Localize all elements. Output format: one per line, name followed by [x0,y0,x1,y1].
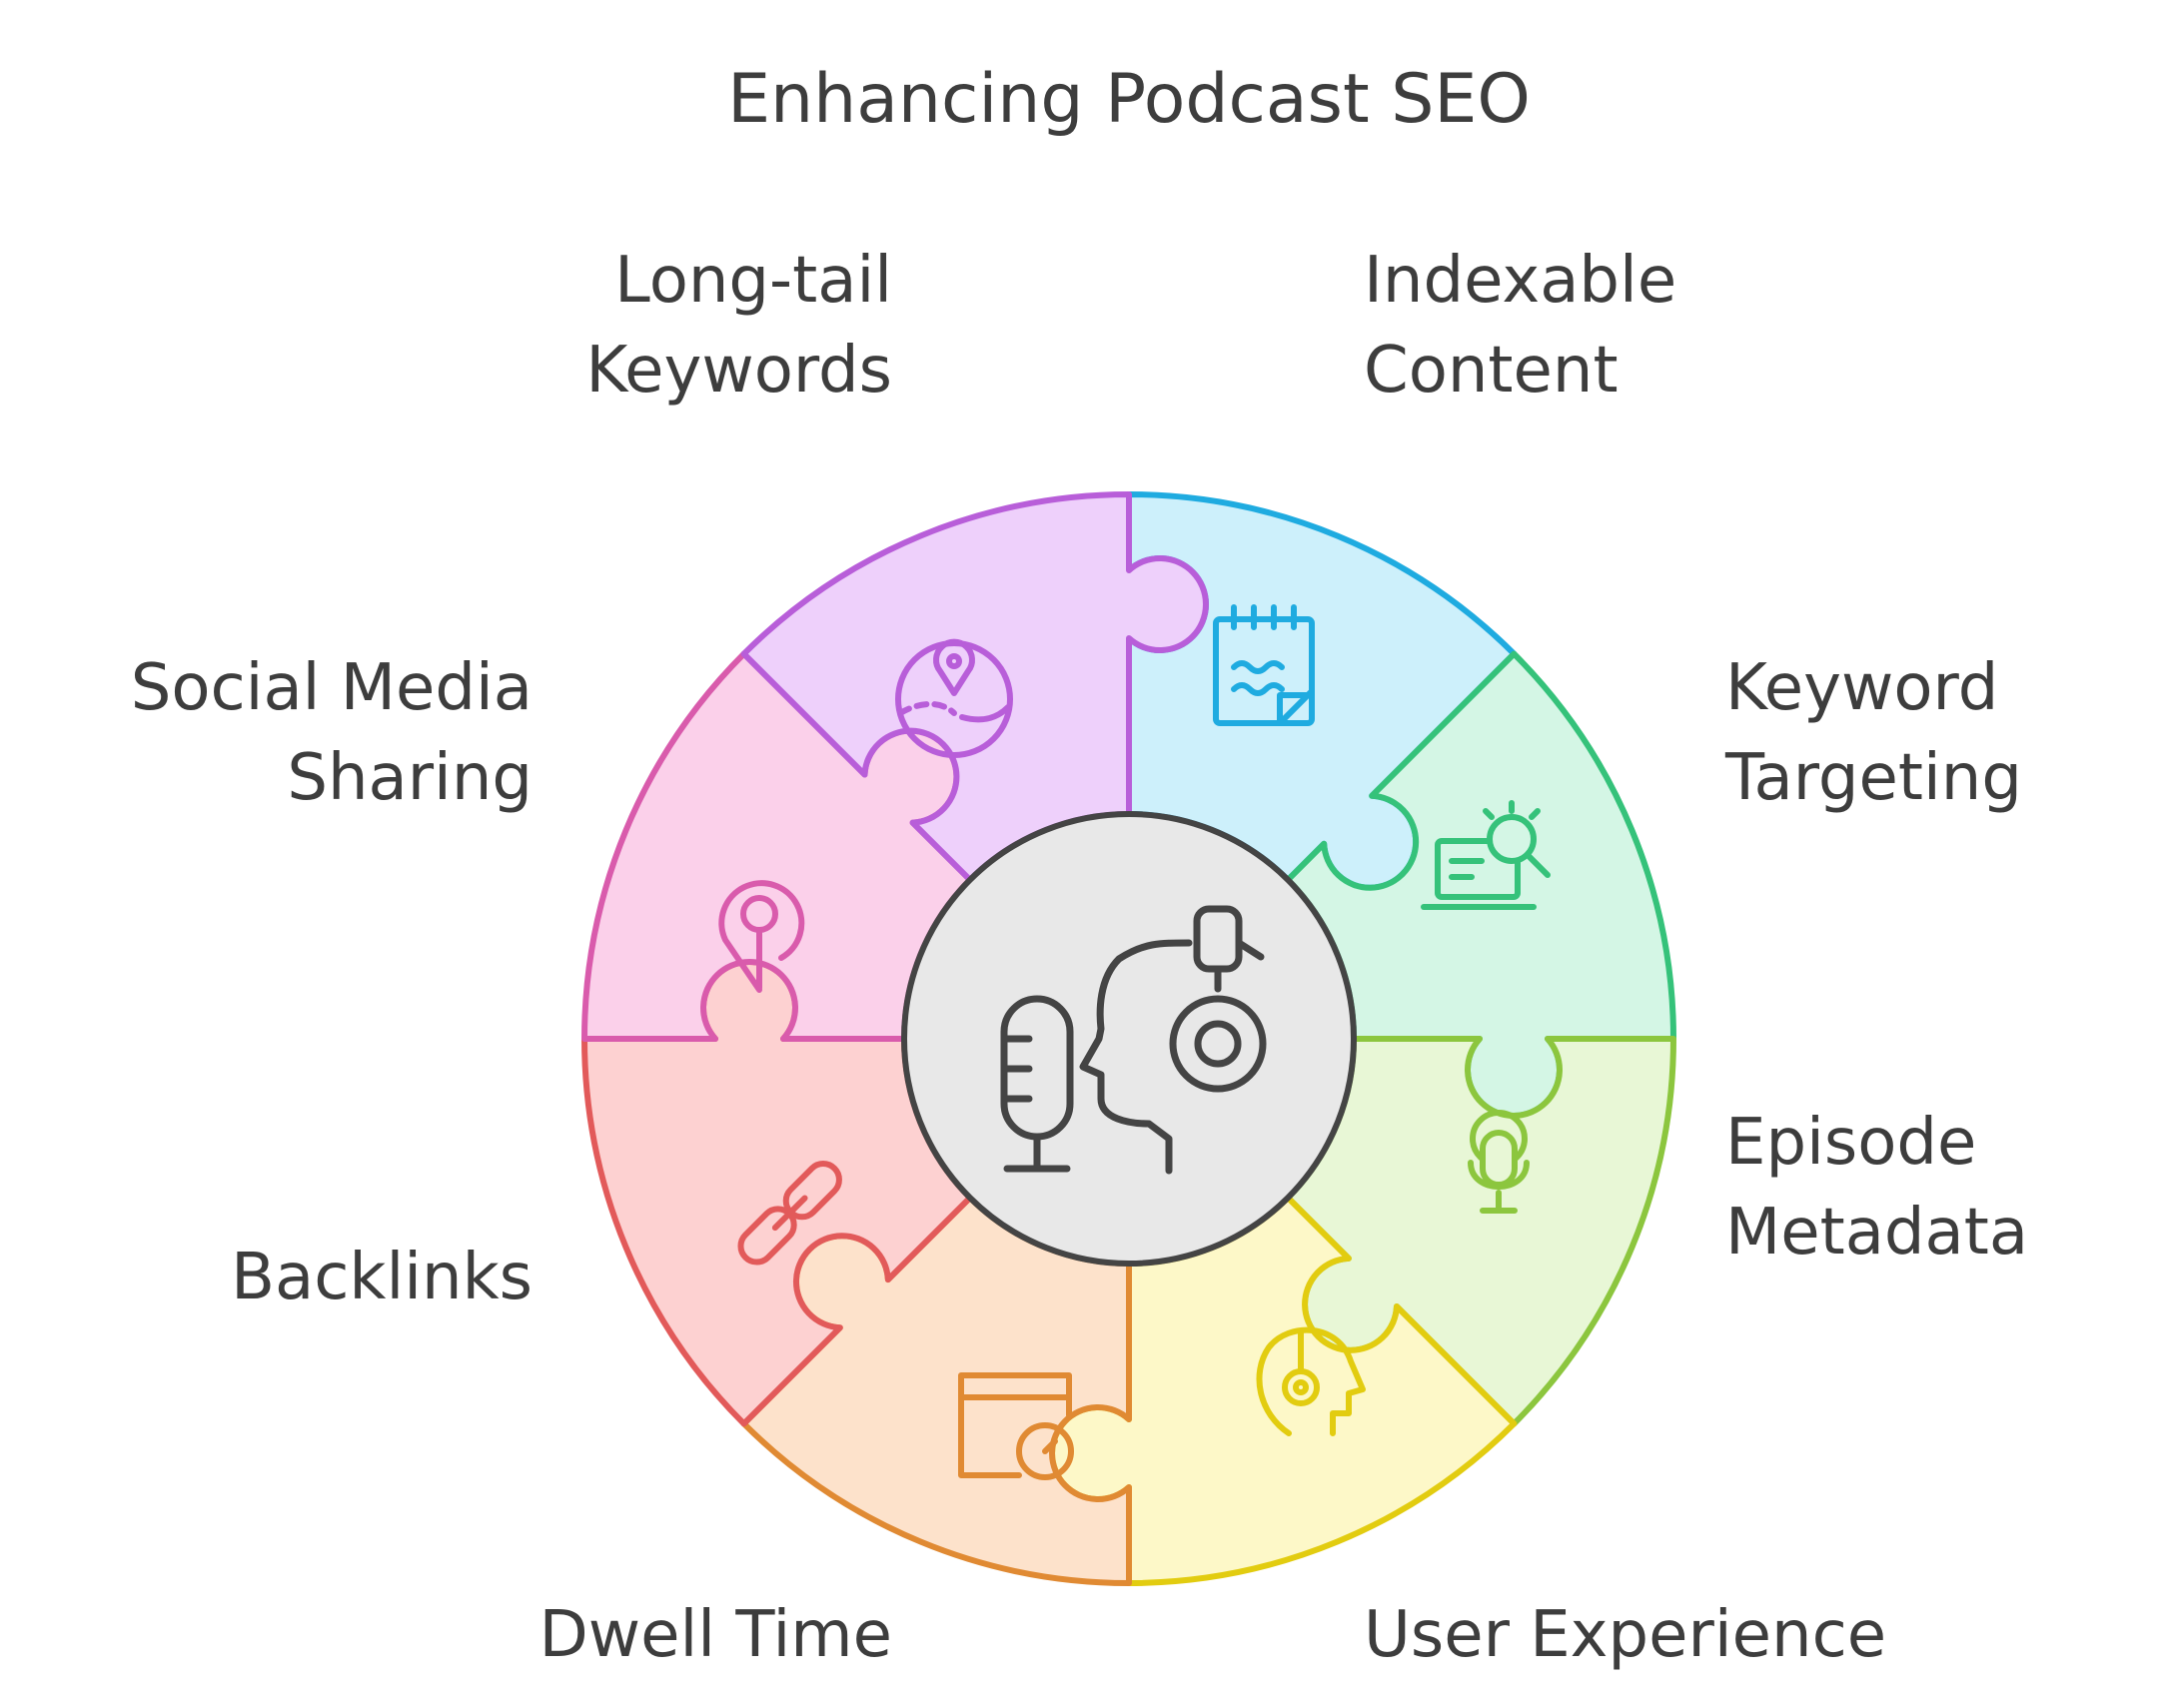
location-pin-icon [718,880,805,993]
center-circle [901,811,1357,1267]
label-dwell: Dwell Time [539,1598,892,1672]
window-clock-icon [958,1372,1074,1480]
label-episode-line: Metadata [1725,1196,2028,1270]
headset-person-icon [1256,1326,1366,1436]
label-ux: User Experience [1364,1598,1886,1672]
label-keyword-line: Targeting [1724,741,2022,815]
label-backlinks-line: Backlinks [231,1241,533,1314]
label-dwell-line: Dwell Time [539,1598,892,1672]
label-social-line: Sharing [287,741,533,815]
label-indexable-line: Indexable [1364,244,1676,318]
label-longtail-line: Keywords [585,334,892,408]
notepad-icon [1213,604,1315,726]
label-ux-line: User Experience [1364,1598,1886,1672]
label-keyword-line: Keyword [1725,651,1998,725]
puzzle-ring [581,491,1676,1586]
map-pin-route-icon [895,638,1013,758]
link-icon [737,1161,842,1266]
globe-microphone-icon [1468,1110,1530,1214]
diagram-title: Enhancing Podcast SEO [727,60,1531,139]
label-indexable-line: Content [1364,334,1618,408]
podcast-microphone-listener-icon [1000,905,1267,1175]
center-hub [901,811,1357,1267]
laptop-search-icon [1421,800,1551,910]
label-social-line: Social Media [131,651,533,725]
label-episode-line: Episode [1725,1106,1976,1180]
label-longtail-line: Long-tail [614,244,892,318]
segment-longtail [740,491,1209,883]
label-backlinks: Backlinks [231,1241,533,1314]
